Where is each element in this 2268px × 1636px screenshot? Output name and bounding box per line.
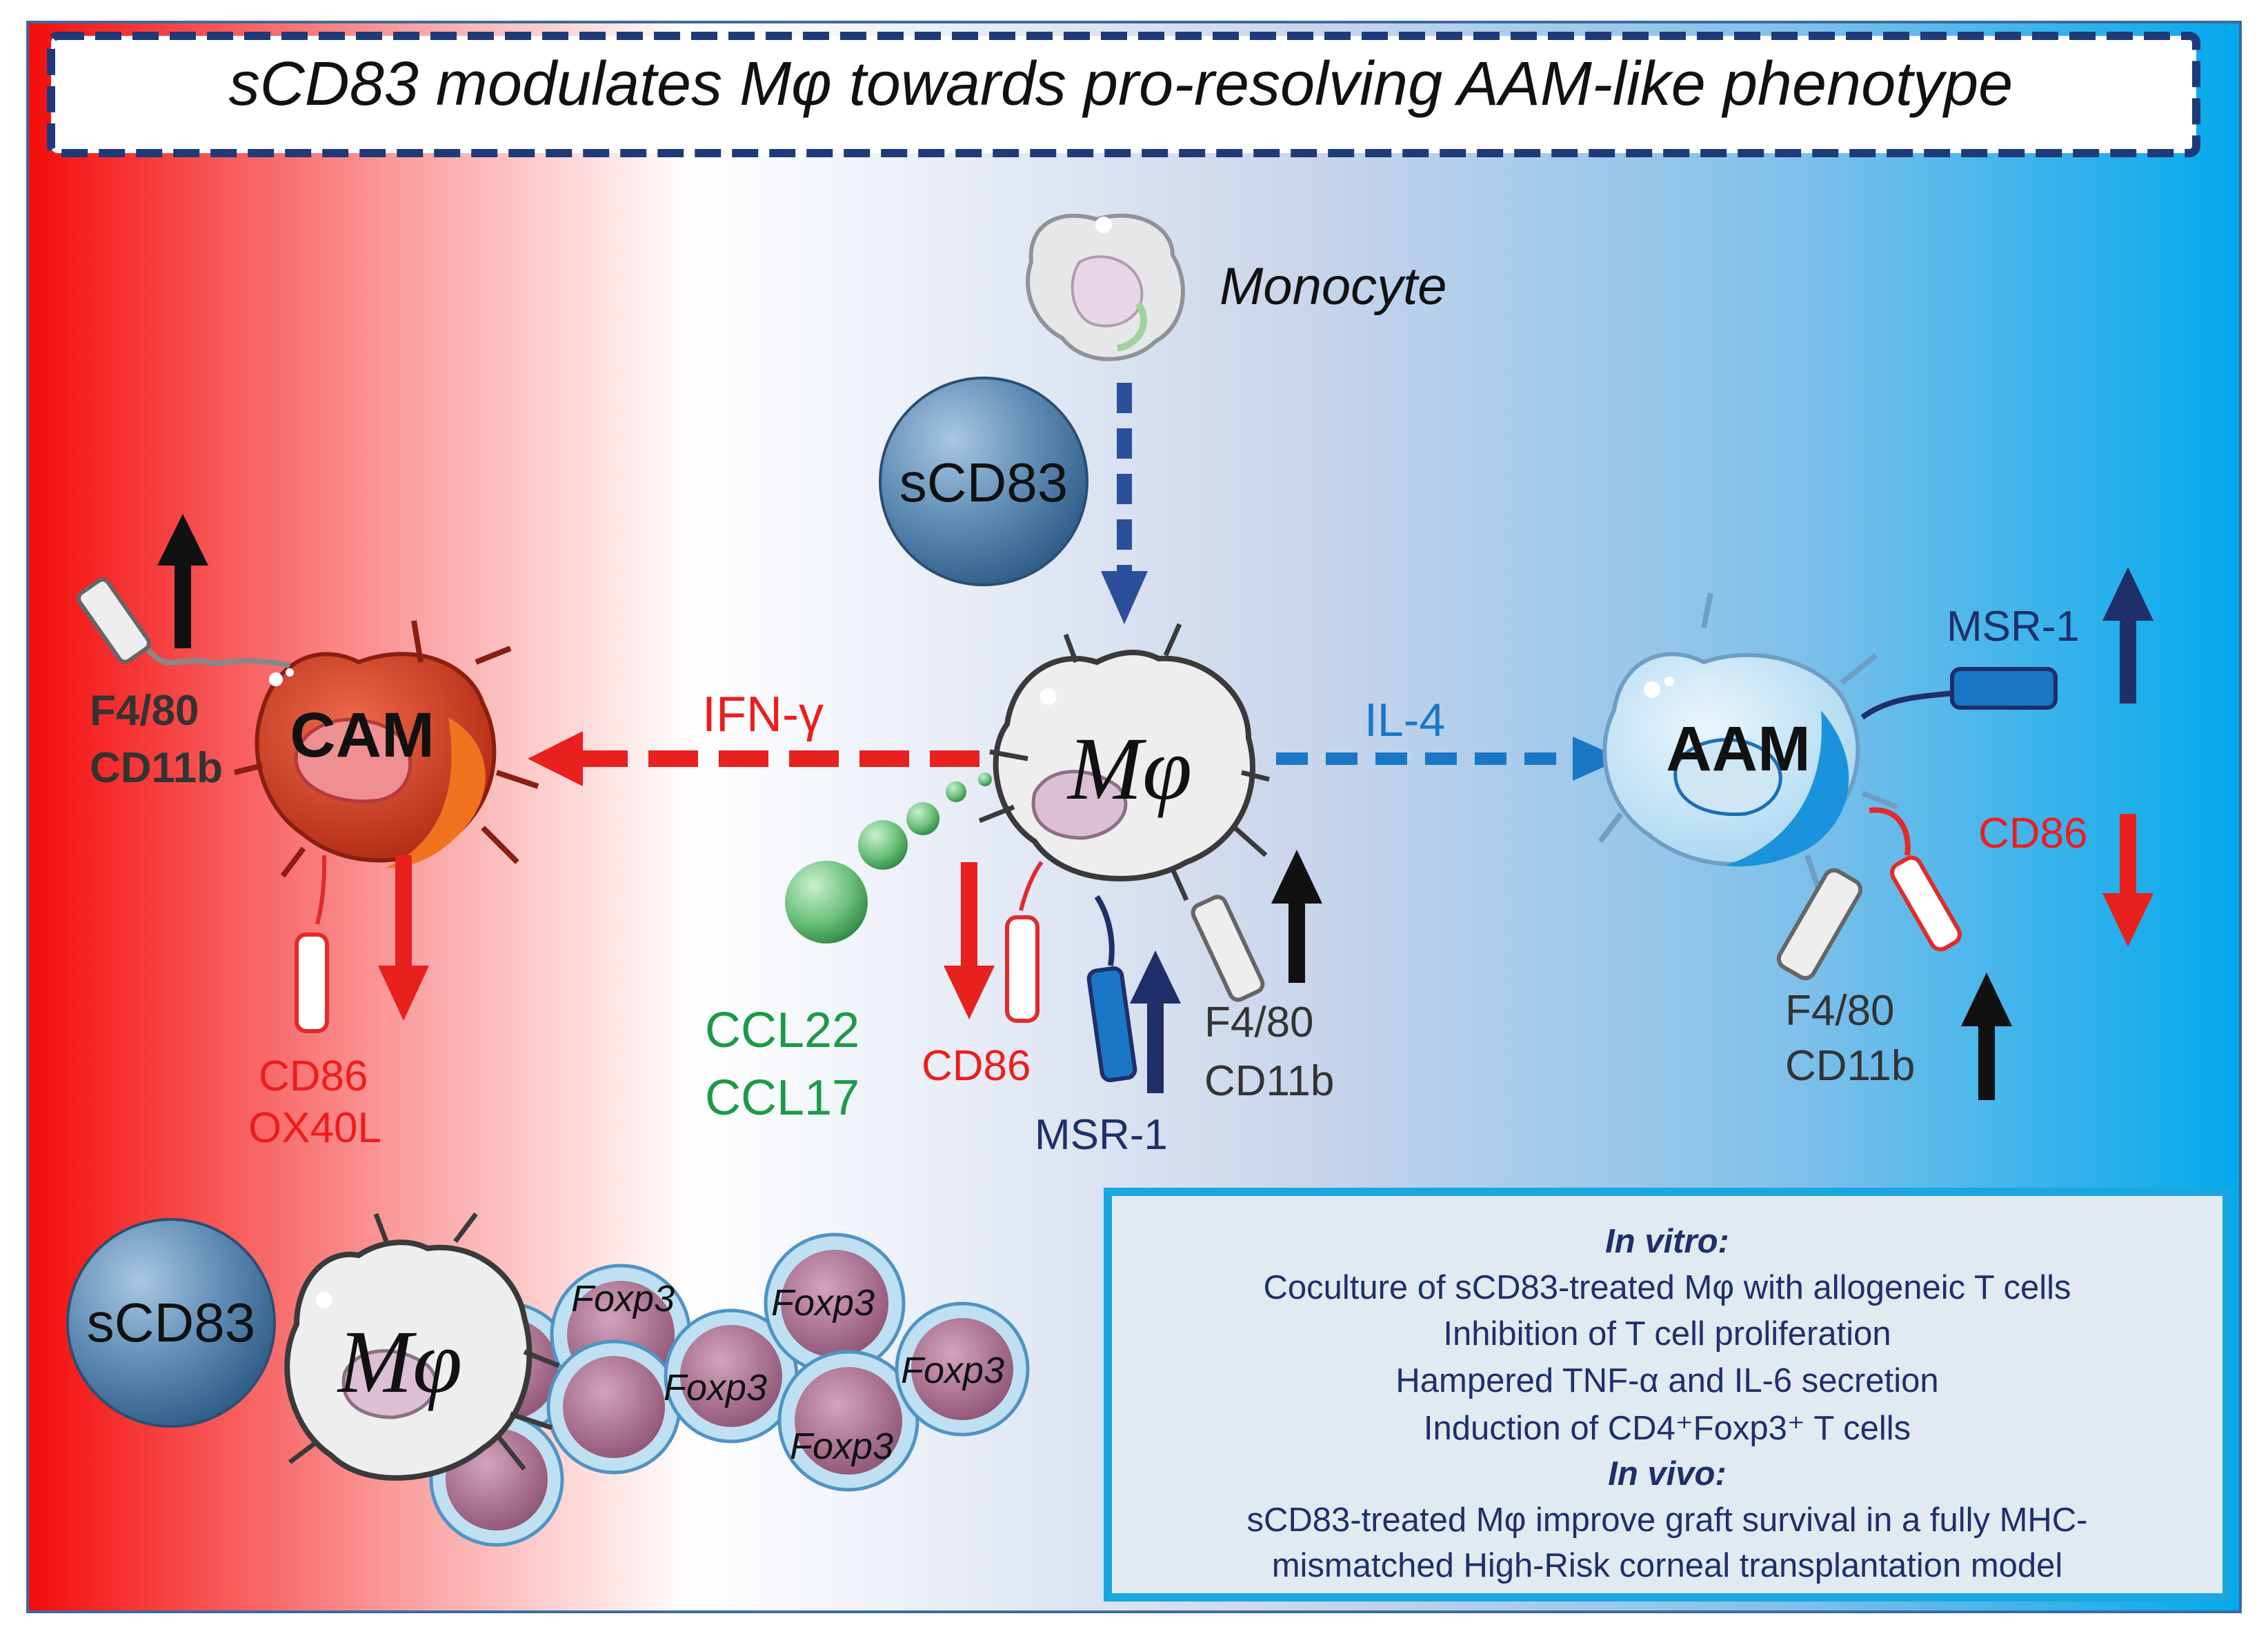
t-cell-cluster xyxy=(429,1233,1030,1547)
aam-cd86-receptor xyxy=(1869,807,1962,952)
findings-box: In vitro: Coculture of sCD83-treated Mφ … xyxy=(1104,1188,2231,1602)
scd83-label-top: sCD83 xyxy=(899,452,1068,513)
il4-arrowhead xyxy=(1573,737,1622,781)
aam-down-arrowhead-cd86 xyxy=(2102,893,2153,947)
cam-label: CAM xyxy=(290,700,435,770)
in-vivo-line: mismatched High-Risk corneal transplanta… xyxy=(1271,1547,2063,1584)
aam-cd86-label: CD86 xyxy=(1978,810,2088,857)
diagram-title: sCD83 modulates Mφ towards pro-resolving… xyxy=(228,50,2013,119)
cam-cd86-receptor xyxy=(295,855,329,1033)
center-cd86-label: CD86 xyxy=(922,1042,1031,1090)
center-down-arrowhead xyxy=(944,966,995,1019)
foxp3-label: Foxp3 xyxy=(901,1350,1005,1391)
in-vitro-line: Coculture of sCD83-treated Mφ with allog… xyxy=(1263,1269,2071,1306)
aam-cd11b-label: CD11b xyxy=(1785,1042,1916,1090)
aam-msr1-receptor xyxy=(1860,667,2058,720)
cam-cell xyxy=(234,620,539,878)
aam-msr1-label: MSR-1 xyxy=(1947,603,2080,650)
center-f480-receptor xyxy=(1191,895,1265,1002)
aam-up-arrowhead-f480 xyxy=(1961,972,2012,1026)
title-box xyxy=(47,32,2200,157)
ccl22-label: CCL22 xyxy=(705,1003,860,1058)
center-cd11b-label: CD11b xyxy=(1204,1057,1335,1105)
foxp3-label: Foxp3 xyxy=(571,1278,675,1319)
scd83-sphere-bottom xyxy=(66,1218,276,1428)
cam-f480-receptor xyxy=(77,577,290,668)
in-vitro-line: Induction of CD4⁺Foxp3⁺ T cells xyxy=(1423,1410,1911,1447)
in-vivo-heading: In vivo: xyxy=(1608,1455,1727,1493)
il4-label: IL-4 xyxy=(1364,694,1446,746)
cam-f480-label: F4/80 xyxy=(90,687,199,735)
ifn-arrowhead xyxy=(528,731,583,786)
cam-down-arrowhead xyxy=(378,966,429,1021)
differentiation-arrowhead xyxy=(1101,571,1148,624)
in-vitro-line: Hampered TNF-α and IL-6 secretion xyxy=(1395,1362,1939,1399)
center-msr1-receptor xyxy=(1086,895,1137,1083)
cam-cd86-label: CD86 xyxy=(259,1053,368,1100)
center-f480-label: F4/80 xyxy=(1204,999,1314,1046)
in-vitro-heading: In vitro: xyxy=(1605,1223,1729,1260)
foxp3-label: Foxp3 xyxy=(771,1282,875,1324)
cam-ox40l-label: OX40L xyxy=(248,1104,382,1152)
foxp3-label: Foxp3 xyxy=(790,1426,894,1467)
macrophage-cell-bottom xyxy=(284,1212,560,1481)
in-vitro-line: Inhibition of T cell proliferation xyxy=(1443,1315,1891,1353)
in-vivo-line: sCD83-treated Mφ improve graft survival … xyxy=(1246,1502,2088,1539)
ifn-gamma-label: IFN-γ xyxy=(702,687,824,742)
cam-cd11b-label: CD11b xyxy=(90,744,223,792)
macrophage-label-center: Mφ xyxy=(1067,719,1193,819)
monocyte-cell xyxy=(1026,213,1185,361)
chemokine-spheres xyxy=(785,772,992,944)
center-up-arrowhead-msr1 xyxy=(1130,950,1181,1004)
center-msr1-label: MSR-1 xyxy=(1035,1111,1168,1159)
aam-f480-receptor xyxy=(1776,868,1863,981)
center-up-arrowhead-f480 xyxy=(1271,850,1322,904)
macrophage-label-bottom: Mφ xyxy=(337,1313,463,1412)
foxp3-label: Foxp3 xyxy=(664,1367,768,1408)
center-cd86-receptor xyxy=(1005,861,1044,1023)
macrophage-cell-center xyxy=(978,623,1270,901)
aam-label: AAM xyxy=(1666,714,1811,784)
scd83-label-bottom: sCD83 xyxy=(86,1292,256,1353)
ccl17-label: CCL17 xyxy=(705,1070,860,1126)
scd83-sphere-top xyxy=(879,377,1088,586)
aam-f480-label: F4/80 xyxy=(1785,987,1895,1035)
aam-up-arrowhead-msr1 xyxy=(2102,567,2153,621)
cam-up-arrowhead xyxy=(157,514,208,566)
aam-cell xyxy=(1598,592,1898,898)
monocyte-label: Monocyte xyxy=(1220,257,1447,316)
